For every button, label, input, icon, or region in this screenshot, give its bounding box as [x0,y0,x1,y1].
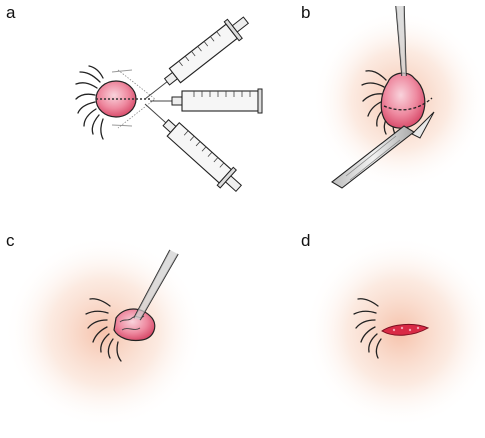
eyelashes-a [75,65,104,140]
panel-label-c: c [6,231,15,250]
eyelashes-d [353,298,382,359]
wound-speckles [392,326,420,332]
wound-d [381,323,430,336]
panel-label-a: a [6,3,16,22]
excised-lesion-c [113,308,156,342]
panel-b-drawing [312,5,485,190]
syringe-middle [150,88,263,114]
chalazion-lesion-b [380,72,426,129]
panel-c-drawing [4,236,204,428]
scalpel-b [331,111,435,189]
forceps-c [133,249,179,321]
forceps-b [395,5,407,77]
panel-label-b: b [301,3,311,22]
syringe-upper [144,16,250,100]
syringe-lower [144,103,243,192]
skin-glow-c [4,236,204,428]
panel-d-drawing [304,236,485,428]
panel-label-d: d [301,231,311,250]
eyelashes-c [85,298,122,362]
panel-a-drawing [75,16,263,192]
